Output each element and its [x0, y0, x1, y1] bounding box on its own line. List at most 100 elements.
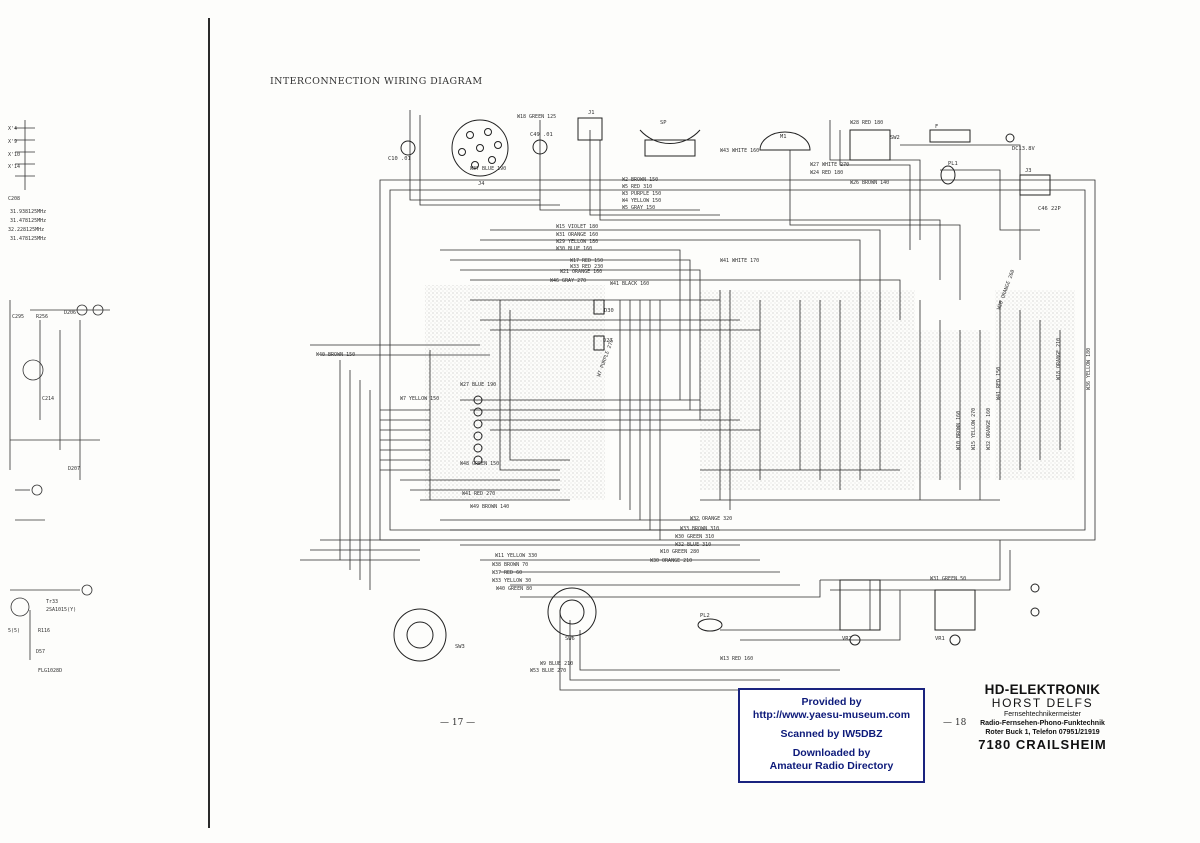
wire-label: W40 BROWN 150 [316, 352, 355, 358]
pcb-board-right [995, 290, 1075, 480]
wire-label: W32 BLUE 310 [675, 542, 711, 548]
connector-j4 [451, 119, 509, 177]
diode-d27 [593, 335, 605, 351]
wire-label: W30 ORANGE 210 [650, 558, 692, 564]
provenance-box: Provided by http://www.yaesu-museum.com … [738, 688, 925, 783]
fragment-label: C208 [8, 196, 20, 202]
dealer-stamp: HD-ELEKTRONIK HORST DELFS Fernsehtechnik… [960, 682, 1125, 753]
component-label: J1 [588, 110, 595, 116]
fragment-label: R256 [36, 314, 48, 320]
wire-label: W32 ORANGE 320 [690, 516, 732, 522]
wire-harness [300, 110, 1096, 691]
fragment-label: X'9 [8, 139, 17, 145]
component-label: SW3 [455, 644, 465, 650]
wire-label: W21 ORANGE 160 [560, 269, 602, 275]
left-page-fragment [9, 120, 110, 660]
wire-label: W36 YELLOW 180 [1086, 348, 1092, 390]
component-label: VR1 [935, 636, 945, 642]
pot-vr2 [839, 579, 881, 646]
wire-label: W27 WHITE 270 [810, 162, 849, 168]
wire-label: W30 BLUE 160 [556, 246, 592, 252]
fragment-label: FLG1028D [38, 668, 62, 674]
wire-label: W18 ORANGE 210 [1056, 338, 1062, 380]
wire-label: W41 RED 270 [462, 491, 495, 497]
fragment-label: 31.478125MHz [10, 236, 46, 242]
credits-scanned-by: Scanned by IW5DBZ [780, 728, 883, 740]
meter-m1 [759, 131, 811, 151]
fragment-label: C295 [12, 314, 24, 320]
switch-sw2 [849, 129, 891, 161]
wire-label: W5 GRAY 150 [622, 205, 655, 211]
stamp-services: Radio-Fernsehen-Phono-Funktechnik [980, 720, 1105, 727]
component-label: C46 22P [1038, 206, 1061, 212]
wire-label: W49 BROWN 140 [470, 504, 509, 510]
wire-label: W41 BLACK 160 [610, 281, 649, 287]
wire-label: W18 GREEN 125 [517, 114, 556, 120]
wire-label: W31 ORANGE 160 [556, 232, 598, 238]
wire-label: W28 RED 180 [850, 120, 883, 126]
wire-label: W26 BROWN 140 [850, 180, 889, 186]
wire-label: W40 GREEN 80 [496, 586, 532, 592]
fragment-label: 31.478125MHz [10, 218, 46, 224]
pcb-board-right-inner [915, 330, 990, 480]
switch-sw6 [547, 587, 597, 637]
page-number-left: — 17 — [440, 718, 476, 728]
wire-label: W13 RED 160 [720, 656, 753, 662]
output-terminals [1030, 583, 1040, 617]
wire-label: W48 GREEN 150 [460, 461, 499, 467]
wire-label: W41 RED 150 [996, 367, 1002, 400]
fragment-label: D207 [68, 466, 80, 472]
fragment-label: X'4 [8, 126, 17, 132]
credits-provided-by: Provided by [801, 696, 862, 708]
wire-label: W4 YELLOW 150 [622, 198, 661, 204]
page-number-right: — 18 [943, 718, 967, 728]
fragment-label: R116 [38, 628, 50, 634]
wire-label: W33 RED 230 [570, 264, 603, 270]
fragment-label: 5(5) [8, 628, 20, 634]
capacitor-c49 [532, 139, 548, 155]
component-label: J4 [478, 181, 485, 187]
component-label: C49 .01 [530, 132, 553, 138]
wire-label: W17 RED 150 [570, 258, 603, 264]
capacitor-c10 [400, 140, 416, 156]
stamp-address: Roter Buck 1, Telefon 07951/21919 [985, 729, 1100, 736]
component-label: F [935, 124, 938, 130]
stamp-company: HD-ELEKTRONIK [984, 682, 1101, 697]
component-label: SW6 [565, 636, 575, 642]
fragment-label: 31.938125MHz [10, 209, 46, 215]
switch-sw3 [393, 608, 447, 662]
wire-label: W46 GRAY 270 [550, 278, 586, 284]
component-label: D27 [603, 338, 613, 344]
wire-label: W7 YELLOW 150 [400, 396, 439, 402]
diagram-title: INTERCONNECTION WIRING DIAGRAM [270, 76, 483, 87]
wire-label: W37 BLUE 190 [470, 166, 506, 172]
component-label: C10 .01 [388, 156, 411, 162]
jack-j3 [1019, 174, 1051, 196]
credits-url-link[interactable]: http://www.yaesu-museum.com [752, 709, 911, 721]
jack-j1 [577, 117, 603, 141]
wire-label: W24 RED 180 [810, 170, 843, 176]
component-label: J3 [1025, 168, 1032, 174]
component-label: PL1 [948, 161, 958, 167]
wire-label: W38 BROWN 70 [492, 562, 528, 568]
pilot-lamp-pl2 [697, 618, 723, 632]
page-fold-line [208, 18, 210, 828]
pilot-lamp-pl1 [940, 165, 956, 185]
credits-directory: Amateur Radio Directory [769, 760, 894, 772]
wire-label: W31 GREEN 50 [930, 576, 966, 582]
pcb-shaded-regions [425, 285, 1075, 500]
component-label: PL2 [700, 613, 710, 619]
terminal-strip [473, 395, 483, 465]
credits-downloaded-by: Downloaded by [792, 747, 871, 759]
component-label: DC13.8V [1012, 146, 1035, 152]
wire-label: W37 RED 60 [492, 570, 522, 576]
speaker-sp [639, 129, 701, 157]
stamp-owner: HORST DELFS [991, 696, 1094, 710]
wire-label: W32 ORANGE 160 [986, 408, 992, 450]
component-label: SP [660, 120, 667, 126]
wire-label: W33 BROWN 310 [680, 526, 719, 532]
wire-label: W5 RED 310 [622, 184, 652, 190]
wire-label: W30 GREEN 310 [675, 534, 714, 540]
stamp-title: Fernsehtechnikermeister [1003, 711, 1082, 718]
